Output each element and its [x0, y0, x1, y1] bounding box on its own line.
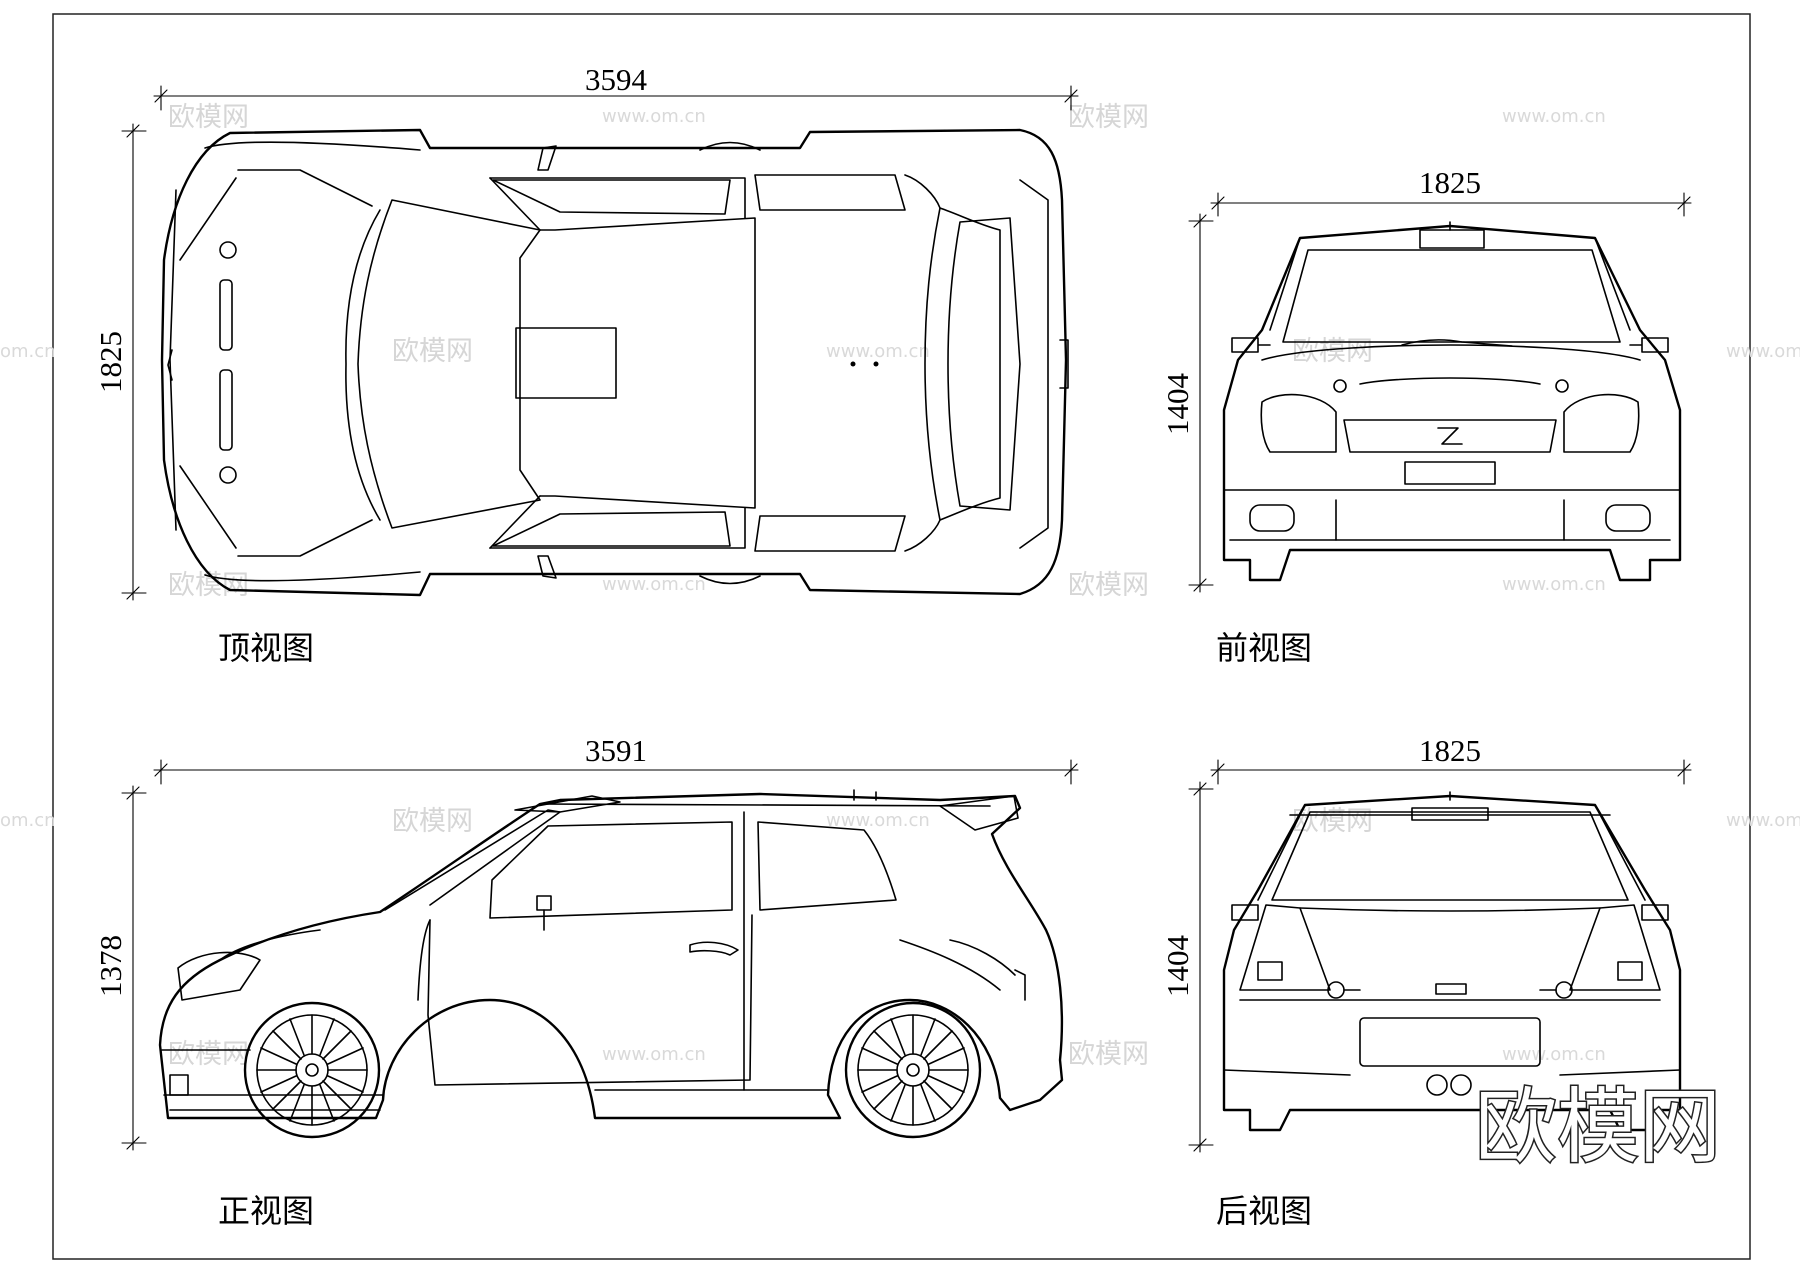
watermark-url: www.om.cn — [1726, 341, 1800, 362]
side-height-label: 1378 — [93, 935, 128, 997]
watermark-text: 欧模网 — [168, 1039, 249, 1070]
top-length-label: 3594 — [585, 62, 648, 97]
watermark-url: www.om.cn — [1502, 1044, 1606, 1065]
watermark-text: 欧模网 — [1068, 1039, 1149, 1070]
side-length-label: 3591 — [585, 733, 647, 768]
top-width-dimension: 1825 — [93, 123, 147, 601]
top-width-label: 1825 — [93, 331, 128, 393]
watermark-text: 欧模网 — [168, 570, 249, 601]
front-height-label: 1404 — [1160, 373, 1195, 436]
watermark-url: www.om.cn — [826, 341, 930, 362]
watermark-url: www.om.cn — [1726, 810, 1800, 831]
top-length-dimension: 3594 — [153, 62, 1079, 111]
front-width-label: 1825 — [1419, 165, 1481, 200]
front-view-caption: 前视图 — [1216, 629, 1312, 667]
front-wheel — [243, 1001, 381, 1139]
front-view: 1825 1404 — [1160, 165, 1692, 667]
watermark-layer: 欧模网 www.om.cn 欧模网 www.om.cn om.cn 欧模网 ww… — [0, 102, 1800, 1070]
watermark-url: www.om.cn — [1502, 106, 1606, 127]
front-width-dimension: 1825 — [1210, 165, 1692, 217]
watermark-url: www.om.cn — [602, 1044, 706, 1065]
side-view-caption: 正视图 — [218, 1192, 314, 1230]
watermark-text: 欧模网 — [392, 806, 473, 837]
watermark-url: www.om.cn — [826, 810, 930, 831]
side-length-dimension: 3591 — [153, 733, 1079, 785]
side-height-dimension: 1378 — [93, 785, 147, 1151]
front-height-dimension: 1404 — [1160, 213, 1214, 593]
side-view: 3591 1378 — [93, 733, 1079, 1230]
watermark-url: om.cn — [0, 810, 56, 831]
watermark-url: www.om.cn — [602, 574, 706, 595]
watermark-text: 欧模网 — [1292, 806, 1373, 837]
watermark-text: 欧模网 — [1068, 570, 1149, 601]
sheet-border — [52, 13, 1751, 1260]
watermark-text: 欧模网 — [1068, 102, 1149, 133]
top-view: 3594 1825 — [93, 62, 1079, 667]
watermark-text: 欧模网 — [392, 336, 473, 367]
rear-wheel — [844, 1001, 982, 1139]
rear-view-caption: 后视图 — [1216, 1192, 1312, 1230]
rear-width-label: 1825 — [1419, 733, 1481, 768]
watermark-text: 欧模网 — [168, 102, 249, 133]
rear-height-label: 1404 — [1160, 935, 1195, 998]
top-view-caption: 顶视图 — [218, 629, 314, 667]
rear-height-dimension: 1404 — [1160, 781, 1214, 1153]
watermark-url: om.cn — [0, 341, 56, 362]
rear-width-dimension: 1825 — [1210, 733, 1692, 785]
watermark-url: www.om.cn — [602, 106, 706, 127]
corner-watermark-logo: 欧模网 — [1475, 1080, 1721, 1175]
rear-view: 1825 1404 — [1160, 733, 1692, 1230]
watermark-url: www.om.cn — [1502, 574, 1606, 595]
